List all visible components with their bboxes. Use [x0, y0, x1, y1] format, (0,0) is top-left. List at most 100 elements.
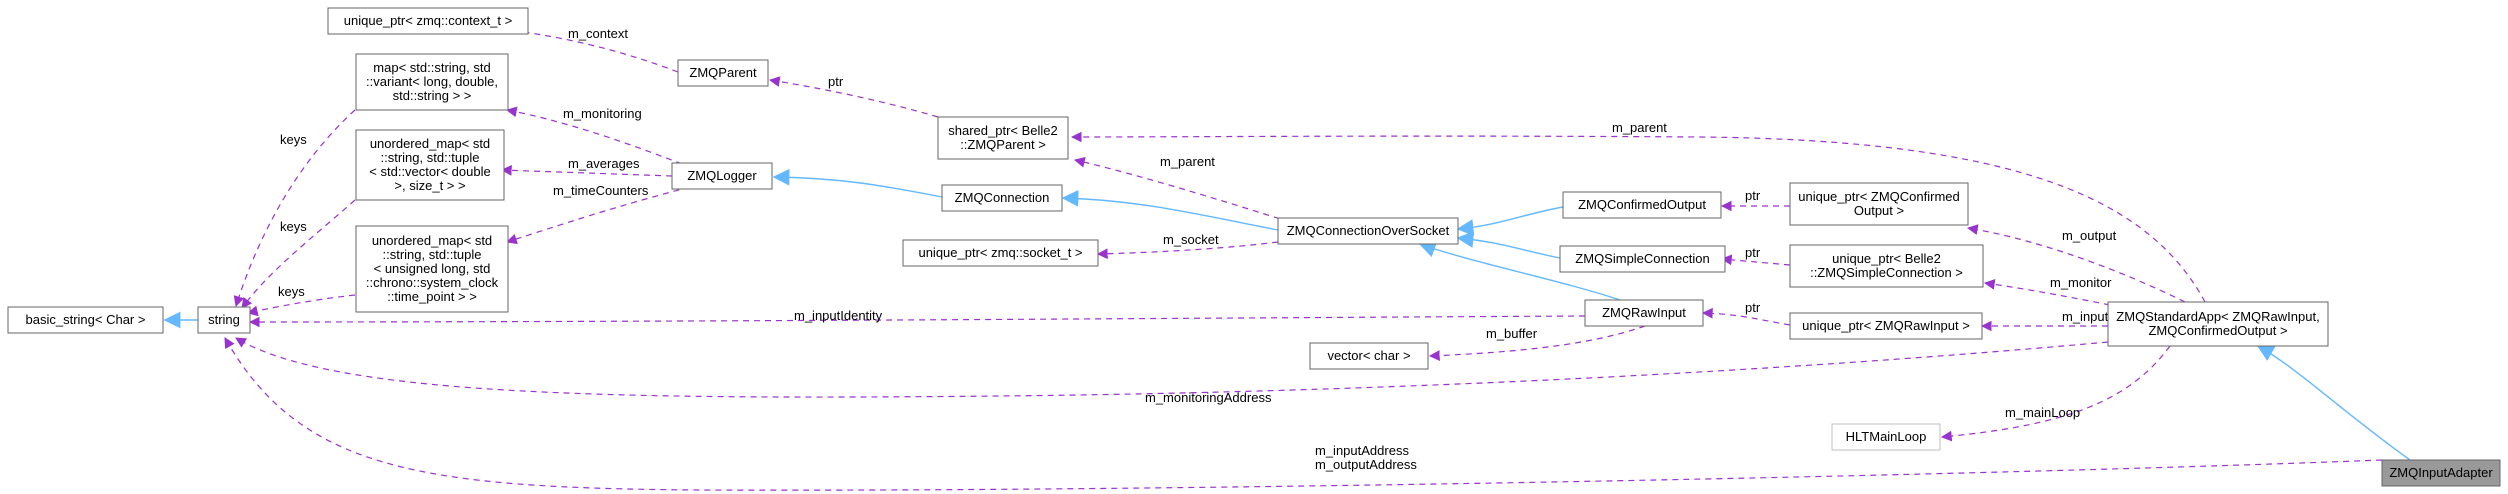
node-unique-ptr-socket-label-line-1: unique_ptr< zmq::socket_t >: [918, 245, 1082, 260]
edge-m-monitoring: [505, 106, 683, 165]
node-unordered-map-timecounters-label-line-3: < unsigned long, std: [374, 261, 491, 276]
node-zmqlogger-label-line-1: ZMQLogger: [687, 168, 757, 183]
node-basic-string[interactable]: basic_string< Char >: [7, 306, 164, 334]
label-ptr-simple: ptr: [1745, 245, 1761, 260]
label-m-parent-socket: m_parent: [1160, 154, 1215, 169]
edge-m-inputoutputaddress: [224, 337, 2383, 491]
node-map-variant-label-line-3: std::string > >: [393, 88, 472, 103]
node-unordered-map-timecounters-label-line-5: ::time_point > >: [387, 289, 477, 304]
label-keys-2: keys: [280, 219, 307, 234]
node-vector-char-box: [1309, 342, 1429, 370]
node-unordered-map-timecounters[interactable]: unordered_map< std::string, std::tuple< …: [355, 225, 509, 313]
node-vector-char[interactable]: vector< char >: [1309, 342, 1429, 370]
node-unique-ptr-context[interactable]: unique_ptr< zmq::context_t >: [327, 7, 529, 35]
node-unique-ptr-simple[interactable]: unique_ptr< Belle2::ZMQSimpleConnection …: [1789, 244, 1984, 288]
node-unordered-map-timecounters-label-line-1: unordered_map< std: [372, 233, 492, 248]
node-zmqlogger[interactable]: ZMQLogger: [671, 162, 773, 190]
node-vector-char-label-line-1: vector< char >: [1327, 348, 1410, 363]
node-shared-ptr-parent-label-line-2: ::ZMQParent >: [960, 137, 1046, 152]
node-shared-ptr-parent-label-line-1: shared_ptr< Belle2: [948, 123, 1058, 138]
node-shared-ptr-parent[interactable]: shared_ptr< Belle2::ZMQParent >: [937, 116, 1069, 160]
node-zmqparent-label-line-1: ZMQParent: [689, 65, 757, 80]
edge-keys-map: [233, 109, 356, 308]
node-zmqparent-box: [677, 59, 769, 87]
node-unique-ptr-rawinput[interactable]: unique_ptr< ZMQRawInput >: [1789, 312, 1983, 340]
edge-m-monitor: [1983, 279, 2111, 306]
node-zmqrawinput[interactable]: ZMQRawInput: [1584, 299, 1704, 327]
node-unordered-map-averages-label-line-1: unordered_map< std: [370, 136, 490, 151]
edge-connection-logger: [772, 168, 943, 198]
node-zmqconnection[interactable]: ZMQConnection: [941, 184, 1063, 212]
node-zmqsimpleconnection-box: [1559, 245, 1726, 273]
node-zmqconnectionoversocket[interactable]: ZMQConnectionOverSocket: [1277, 217, 1459, 245]
node-unique-ptr-confirmed-label-line-1: unique_ptr< ZMQConfirmed: [1798, 189, 1960, 204]
node-unique-ptr-confirmed-label-line-2: Output >: [1854, 203, 1904, 218]
node-string-label-line-1: string: [208, 312, 240, 327]
node-zmqconnectionoversocket-box: [1277, 217, 1459, 245]
node-zmqstandardapp-label-line-1: ZMQStandardApp< ZMQRawInput,: [2116, 309, 2319, 324]
node-hltmainloop[interactable]: HLTMainLoop: [1831, 423, 1941, 451]
label-m-timecounters: m_timeCounters: [553, 183, 649, 198]
node-map-variant[interactable]: map< std::string, std::variant< long, do…: [355, 53, 509, 111]
node-zmqparent[interactable]: ZMQParent: [677, 59, 769, 87]
node-unique-ptr-simple-box: [1789, 244, 1984, 288]
edge-m-parent-app: [1070, 131, 2206, 303]
node-hltmainloop-label-line-1: HLTMainLoop: [1846, 429, 1927, 444]
node-unordered-map-timecounters-label-line-4: ::chrono::system_clock: [366, 275, 499, 290]
edge-confirmed-oversocket: [1456, 206, 1564, 236]
node-map-variant-label-line-2: ::variant< long, double,: [366, 74, 498, 89]
node-unordered-map-averages[interactable]: unordered_map< std::string, std::tuple< …: [355, 129, 505, 201]
label-m-output: m_output: [2062, 228, 2117, 243]
label-m-buffer: m_buffer: [1486, 326, 1538, 341]
node-unordered-map-timecounters-label-line-2: ::string, std::tuple: [383, 247, 482, 262]
edge-m-inputidentity: [248, 315, 1586, 328]
node-zmqinputadapter-box: [2381, 459, 2501, 487]
node-zmqinputadapter-label-line-1: ZMQInputAdapter: [2389, 465, 2493, 480]
node-zmqsimpleconnection-label-line-1: ZMQSimpleConnection: [1575, 251, 1709, 266]
edge-m-parent-socket: [1073, 156, 1291, 223]
edge-ptr-raw: [1701, 307, 1791, 326]
label-m-context: m_context: [568, 26, 628, 41]
edge-m-output: [1966, 224, 2186, 303]
node-zmqsimpleconnection[interactable]: ZMQSimpleConnection: [1559, 245, 1726, 273]
node-map-variant-label-line-1: map< std::string, std: [373, 60, 490, 75]
edge-raw-oversocket: [1418, 241, 1621, 301]
node-unordered-map-averages-label-line-2: ::string, std::tuple: [381, 150, 480, 165]
label-ptr-raw: ptr: [1745, 300, 1761, 315]
label-m-mainloop: m_mainLoop: [2005, 405, 2080, 420]
label-m-outputaddress: m_outputAddress: [1315, 457, 1417, 472]
edge-ptr-simple: [1720, 254, 1791, 266]
edge-simple-oversocket: [1456, 231, 1561, 259]
node-unique-ptr-confirmed[interactable]: unique_ptr< ZMQConfirmedOutput >: [1789, 182, 1969, 226]
node-basic-string-label-line-1: basic_string< Char >: [26, 312, 146, 327]
node-zmqstandardapp[interactable]: ZMQStandardApp< ZMQRawInput,ZMQConfirmed…: [2107, 301, 2329, 347]
edge-m-buffer: [1428, 325, 1646, 361]
node-unique-ptr-context-label-line-1: unique_ptr< zmq::context_t >: [344, 13, 512, 28]
node-zmqconnection-box: [941, 184, 1063, 212]
node-basic-string-box: [7, 306, 164, 334]
label-m-averages: m_averages: [568, 156, 640, 171]
node-zmqrawinput-label-line-1: ZMQRawInput: [1602, 305, 1686, 320]
node-unordered-map-timecounters-box: [355, 225, 509, 313]
node-unordered-map-averages-box: [355, 129, 505, 201]
edge-keys-tc: [246, 294, 356, 317]
label-m-monitoring: m_monitoring: [563, 106, 642, 121]
node-zmqconnection-label-line-1: ZMQConnection: [955, 190, 1050, 205]
node-zmqlogger-box: [671, 162, 773, 190]
label-ptr-confirmed: ptr: [1745, 188, 1761, 203]
edge-m-monitoringaddress: [235, 337, 2109, 398]
node-string-box: [197, 306, 251, 334]
node-string[interactable]: string: [197, 306, 251, 334]
node-shared-ptr-parent-box: [937, 116, 1069, 160]
node-zmqinputadapter[interactable]: ZMQInputAdapter: [2381, 459, 2501, 487]
node-unique-ptr-socket-box: [902, 239, 1099, 267]
label-m-inputidentity: m_inputIdentity: [794, 308, 883, 323]
node-unique-ptr-rawinput-label-line-1: unique_ptr< ZMQRawInput >: [1802, 318, 1970, 333]
node-unique-ptr-socket[interactable]: unique_ptr< zmq::socket_t >: [902, 239, 1099, 267]
node-zmqconfirmedoutput[interactable]: ZMQConfirmedOutput: [1562, 191, 1722, 219]
node-unique-ptr-simple-label-line-2: ::ZMQSimpleConnection >: [1810, 265, 1963, 280]
node-unique-ptr-confirmed-box: [1789, 182, 1969, 226]
node-unordered-map-averages-label-line-4: >, size_t > >: [394, 178, 465, 193]
node-unique-ptr-context-box: [327, 7, 529, 35]
